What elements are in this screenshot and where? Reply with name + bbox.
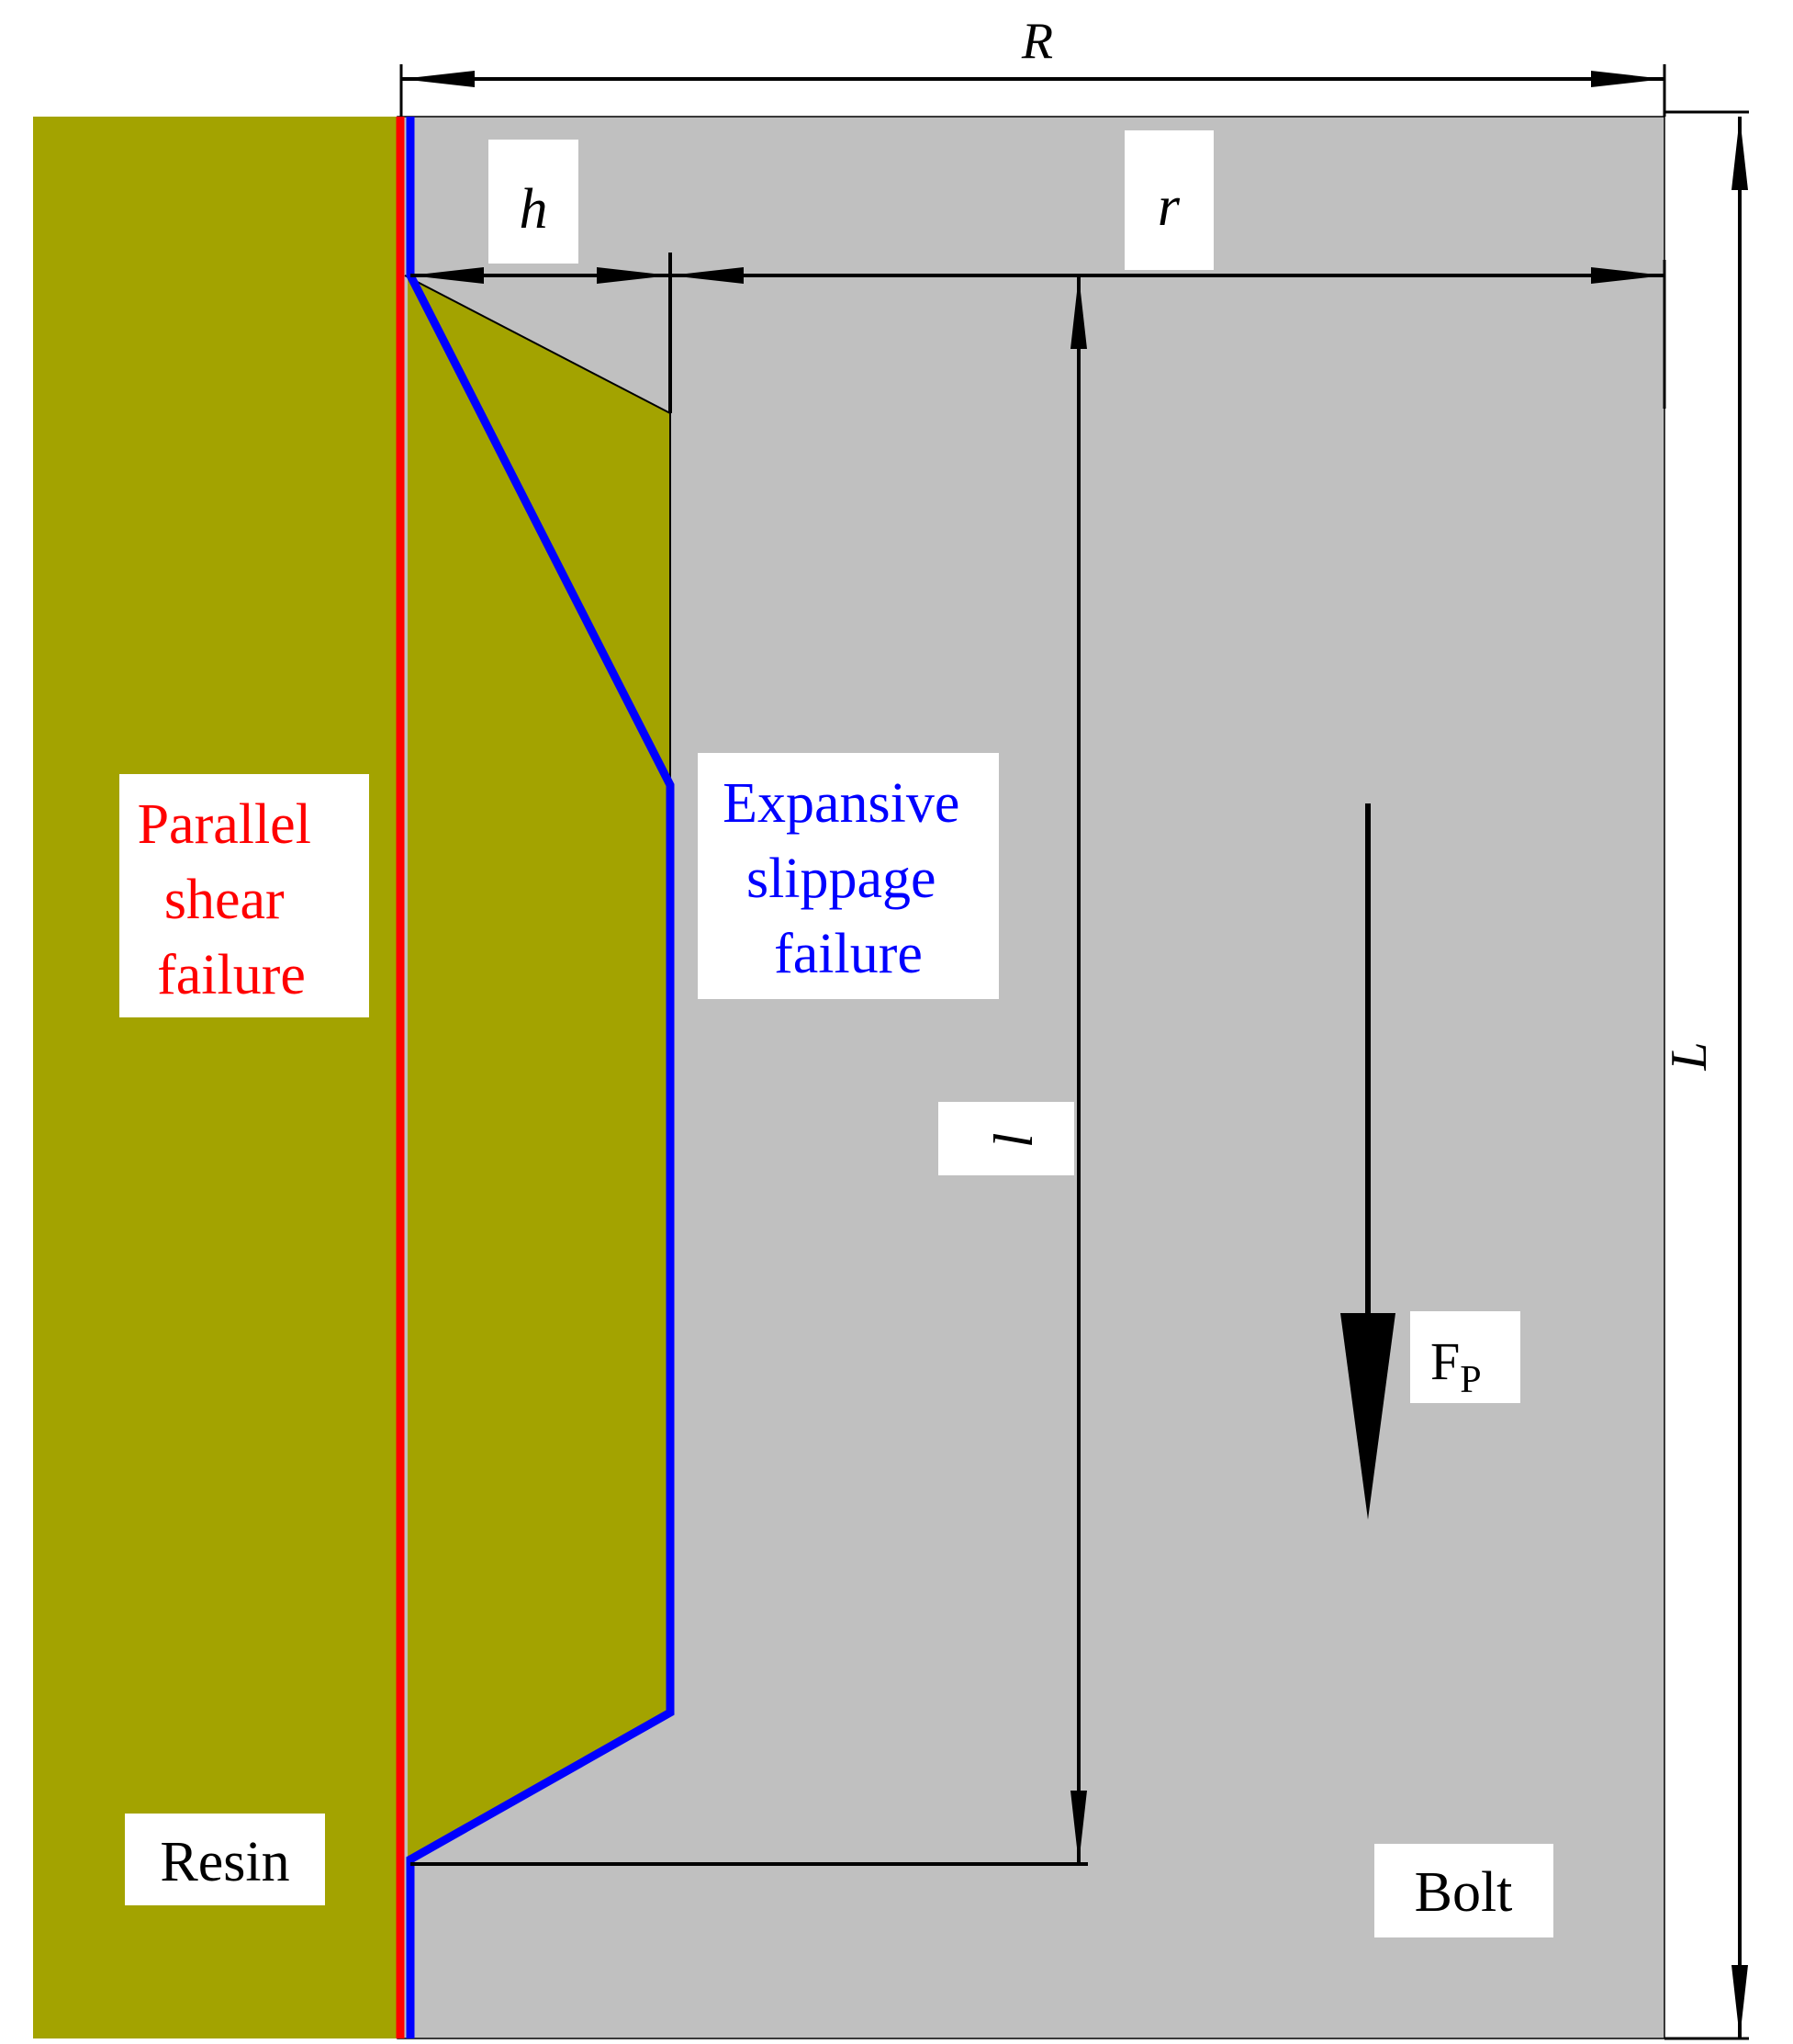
parallel-shear-label: Parallel shear failure [138,793,326,1006]
bolt-label-box [1374,1844,1553,1937]
wedge-top-edge [404,275,671,414]
force-label-main: F [1430,1331,1460,1391]
dimension-l-lower-label-box [938,1102,1074,1175]
expansive-slippage-label-line-3: failure [774,923,923,985]
parallel-shear-label-line-1: Parallel [138,793,311,856]
parallel-shear-label-line-2: shear [164,869,285,931]
expansive-slippage-line [406,117,675,2038]
resin-region [33,117,398,2038]
dimension-r-upper-label: R [1021,13,1053,70]
force-arrow-head [1340,1313,1395,1520]
dimension-r-lower-label: r [1158,175,1181,238]
expansive-slippage-label-box [698,753,999,999]
resin-label-box [125,1814,325,1905]
dimension-r-lower-label-box [1125,130,1214,270]
force-label-box [1410,1311,1520,1403]
expansive-slippage-label-line-1: Expansive [723,772,959,835]
expansive-slippage-label-line-2: slippage [746,848,936,910]
parallel-shear-label-line-3: failure [157,944,306,1006]
force-label-subscript: P [1460,1359,1481,1401]
resin-label: Resin [160,1831,289,1893]
dimension-l-upper-label: L [1661,1041,1718,1071]
parallel-shear-label-box [119,774,369,1017]
bolt-label: Bolt [1415,1861,1513,1924]
force-label: FP [1430,1331,1482,1401]
dimension-h-label-box [488,140,578,264]
expansive-slippage-label: Expansive slippage failure [723,772,974,985]
resin-wedge [405,275,670,1859]
dimension-h-label: h [520,178,548,241]
dimension-l-lower-label: l [981,1131,1042,1147]
